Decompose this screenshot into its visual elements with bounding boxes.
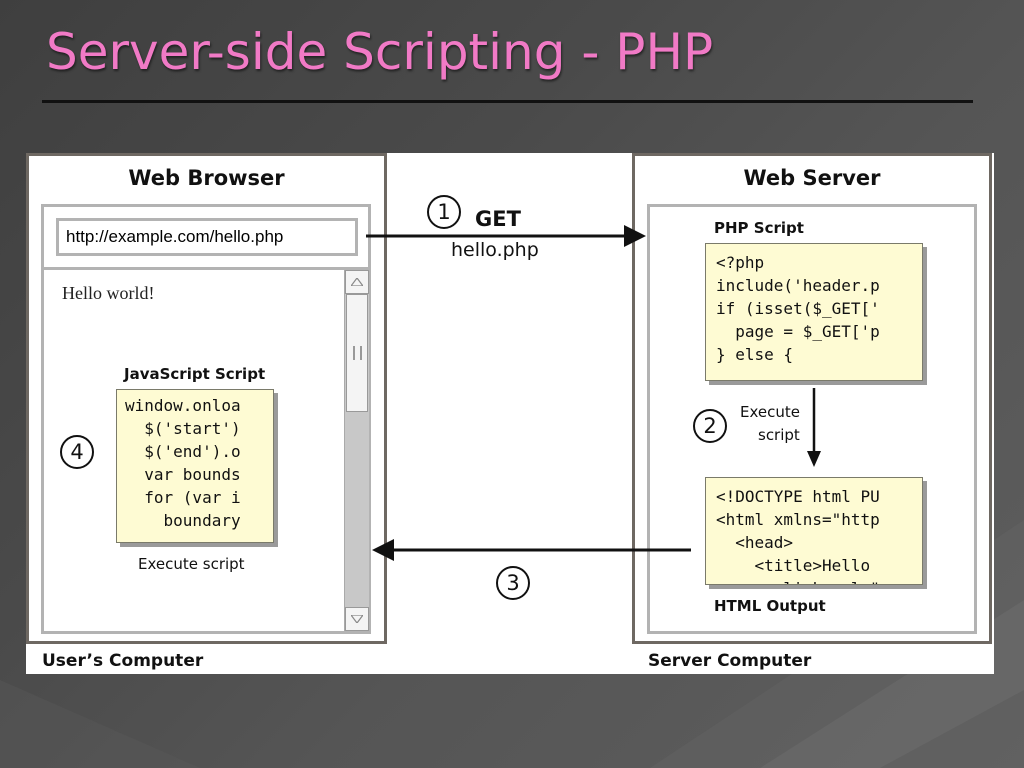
page-content-text: Hello world! (62, 283, 155, 303)
php-code-line: } else { (716, 345, 794, 364)
step-4-badge: 4 (60, 435, 94, 469)
js-code-line: boundary (125, 511, 241, 530)
php-code-box: <?php include('header.p if (isset($_GET[… (705, 243, 923, 381)
server-execute-label-1: Execute (740, 403, 800, 421)
http-method-label: GET (475, 207, 521, 231)
browser-scrollbar (344, 270, 369, 631)
web-server-title: Web Server (743, 166, 881, 190)
js-code-line: window.onloa (125, 396, 241, 415)
step-1-badge: 1 (427, 195, 461, 229)
grip-icon (352, 346, 362, 360)
html-code-line: <head> (716, 533, 794, 552)
js-code-line: for (var i (125, 488, 241, 507)
step-2-badge: 2 (693, 409, 727, 443)
scroll-thumb (346, 294, 368, 412)
php-code-line: <?php (716, 253, 765, 272)
php-code-line: if (isset($_GET[' (716, 299, 880, 318)
html-code-line: <link rel=" (716, 577, 922, 584)
html-code-line: <!DOCTYPE html PU (716, 487, 880, 506)
chevron-up-icon (351, 278, 363, 286)
javascript-script-label: JavaScript Script (124, 365, 266, 383)
chevron-down-icon (351, 615, 363, 623)
browser-window: http://example.com/hello.php Hello world… (41, 204, 371, 634)
title-divider (42, 100, 973, 103)
php-code-line: page = $_GET['p (716, 322, 880, 341)
web-browser-panel: Web Browser http://example.com/hello.php… (26, 153, 387, 644)
js-code-line: var bounds (125, 465, 241, 484)
html-code-line: <html xmlns="http (716, 510, 880, 529)
server-frame: PHP Script <?php include('header.p if (i… (647, 204, 977, 634)
server-execute-label-2: script (758, 426, 800, 444)
scroll-down-button (345, 607, 369, 631)
html-output-code-box: <!DOCTYPE html PU <html xmlns="http <hea… (705, 477, 923, 585)
html-output-label: HTML Output (714, 597, 826, 615)
requested-file-label: hello.php (451, 239, 539, 261)
user-computer-label: User’s Computer (42, 651, 204, 671)
scroll-up-button (345, 270, 369, 294)
js-code-line: $('start') (125, 419, 241, 438)
php-request-diagram: Web Browser http://example.com/hello.php… (26, 153, 994, 674)
slide-title: Server-side Scripting - PHP (46, 23, 714, 81)
html-code-line: <title>Hello (716, 556, 871, 575)
web-server-panel: Web Server PHP Script <?php include('hea… (632, 153, 992, 644)
php-code-line: include('header.p (716, 276, 880, 295)
js-code-line: $('end').o (125, 442, 241, 461)
server-computer-label: Server Computer (648, 651, 812, 671)
browser-address-bar: http://example.com/hello.php (56, 218, 358, 256)
web-browser-title: Web Browser (128, 166, 285, 190)
step-3-badge: 3 (496, 566, 530, 600)
php-script-label: PHP Script (714, 219, 804, 237)
client-execute-script-label: Execute script (138, 555, 245, 573)
javascript-code-box: window.onloa $('start') $('end').o var b… (116, 389, 274, 543)
browser-toolbar-divider (44, 267, 368, 270)
